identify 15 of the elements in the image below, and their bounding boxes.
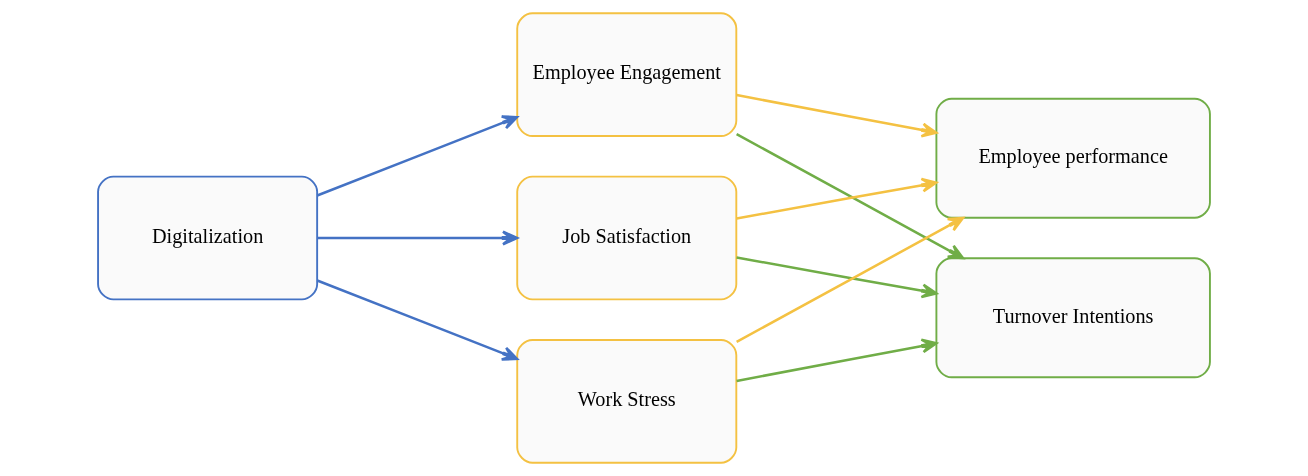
arrow bbox=[316, 115, 519, 197]
node-box: Employee Engagement bbox=[516, 12, 738, 137]
node-box: Turnover Intentions bbox=[935, 257, 1211, 379]
arrow bbox=[736, 216, 965, 343]
arrow bbox=[316, 279, 519, 361]
node-box: Employee performance bbox=[935, 97, 1211, 219]
node-box: Job Satisfaction bbox=[516, 175, 738, 301]
arrow bbox=[736, 338, 938, 383]
node-box: Work Stress bbox=[516, 339, 738, 464]
arrow bbox=[317, 230, 519, 246]
arrow bbox=[736, 256, 938, 299]
arrow bbox=[736, 133, 965, 260]
node-box: Digitalization bbox=[97, 175, 319, 301]
arrow bbox=[736, 93, 938, 138]
arrow bbox=[736, 177, 938, 220]
